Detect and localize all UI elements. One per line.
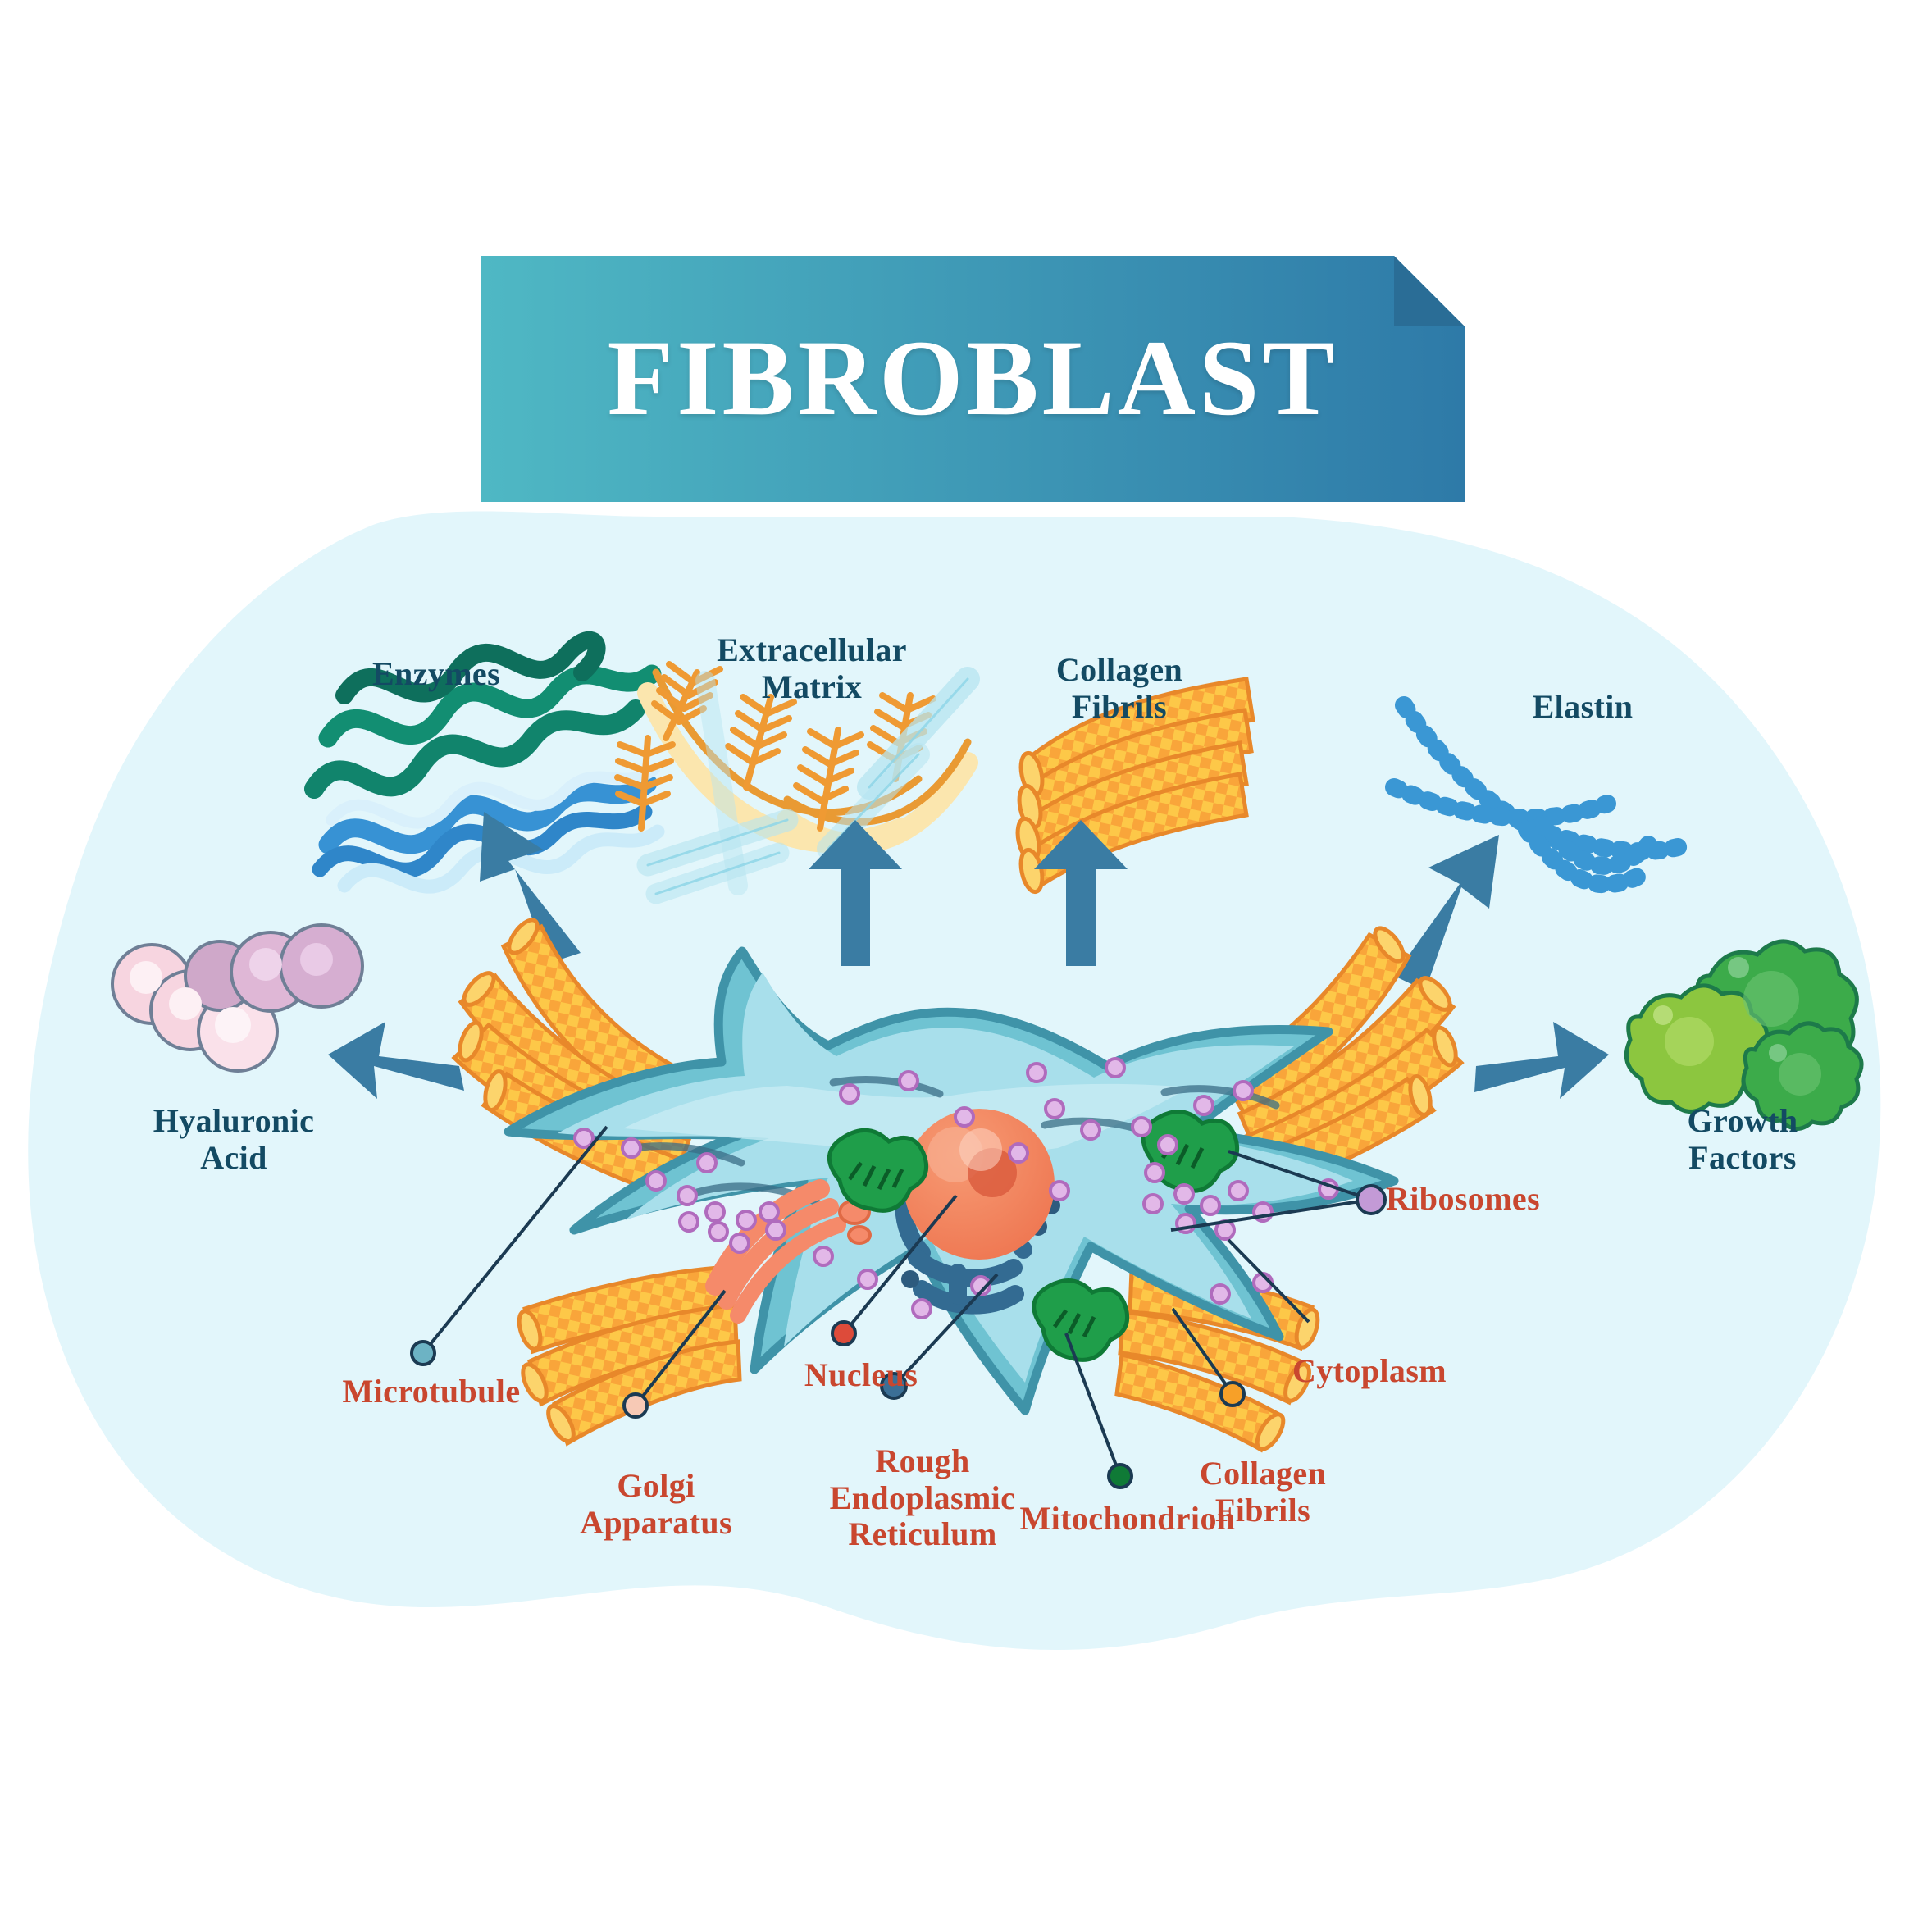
dot-nucleus [831, 1320, 857, 1346]
hyaluronic-acid-illustration [111, 923, 364, 1073]
golgi-apparatus [705, 1179, 872, 1324]
arrow-extracellular-matrix [809, 820, 902, 966]
leader-ribosomes-a [1228, 1150, 1372, 1201]
dot-rough-er [880, 1372, 908, 1400]
label-ribosomes: Ribosomes [1386, 1180, 1541, 1217]
arrow-group [328, 812, 1609, 1099]
dot-golgi [622, 1392, 649, 1419]
label-cytoplasm: Cytoplasm [1292, 1352, 1447, 1389]
label-golgi-apparatus: Golgi Apparatus [580, 1466, 732, 1541]
growth-factors-illustration [1624, 939, 1864, 1131]
dot-collagen-in [1219, 1381, 1246, 1407]
label-rough-endoplasmic-reticulum: Rough Endoplasmic Reticulum [829, 1442, 1016, 1553]
arrow-growth [1474, 1022, 1609, 1099]
leader-cytoplasm [1227, 1238, 1310, 1324]
banner-fold [1394, 256, 1465, 326]
dot-microtubule [410, 1340, 436, 1366]
banner-shape [481, 256, 1465, 502]
arrow-elastin [1394, 835, 1499, 991]
leader-rough-er [892, 1273, 999, 1387]
label-microtubule: Microtubule [342, 1373, 521, 1410]
dot-mitochondrion [1107, 1463, 1133, 1489]
arrow-hyaluronic [328, 1022, 464, 1099]
label-collagen-fibrils-internal: Collagen Fibrils [1199, 1454, 1327, 1529]
leader-ribosomes-b [1170, 1198, 1372, 1232]
label-extracellular-matrix: Extracellular Matrix [717, 631, 907, 705]
leader-mitochondrion [1064, 1333, 1122, 1477]
leader-dots [410, 1184, 1387, 1489]
page-title: FIBROBLAST [481, 254, 1465, 500]
leader-collagen-in [1171, 1307, 1234, 1396]
elastin-illustration [1385, 696, 1690, 894]
banner-title-text: FIBROBLAST [607, 317, 1338, 438]
label-hyaluronic-acid: Hyaluronic Acid [153, 1101, 315, 1176]
label-nucleus: Nucleus [804, 1356, 918, 1393]
leader-nucleus [842, 1194, 958, 1335]
leader-microtubule [421, 1125, 608, 1355]
label-enzymes: Enzymes [371, 655, 501, 692]
leader-golgi [634, 1289, 727, 1407]
label-elastin: Elastin [1532, 688, 1634, 725]
label-collagen-fibrils: Collagen Fibrils [1055, 650, 1183, 725]
mitochondria [827, 1110, 1240, 1362]
arrow-collagen [1034, 820, 1128, 966]
label-growth-factors: Growth Factors [1687, 1101, 1798, 1176]
arrow-enzymes [480, 812, 581, 964]
dot-ribosomes [1356, 1184, 1387, 1215]
label-mitochondrion: Mitochondrion [1019, 1500, 1236, 1537]
